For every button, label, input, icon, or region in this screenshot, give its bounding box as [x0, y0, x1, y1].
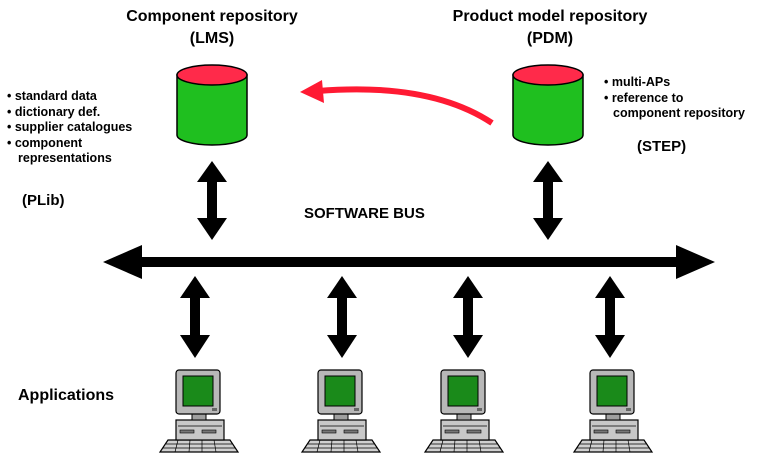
product-repository-standard: (STEP): [637, 138, 687, 155]
component-repository-code: (LMS): [189, 30, 235, 47]
component-repository-features: • standard data • dictionary def. • supp…: [7, 89, 132, 167]
application-computer-icon: [424, 369, 504, 453]
product-repository-features: • multi-APs • reference to component rep…: [604, 75, 745, 122]
component-repository-standard: (PLib): [22, 192, 65, 209]
feature-item: • supplier catalogues: [7, 120, 133, 134]
app-connector: [595, 276, 625, 358]
product-repository-code: (PDM): [526, 30, 574, 47]
lms-database-icon: [176, 64, 248, 146]
app-connector: [327, 276, 357, 358]
software-bus-label: SOFTWARE BUS: [304, 205, 425, 222]
product-repository-title: Product model repository: [452, 8, 648, 25]
feature-item: component repository: [613, 106, 745, 120]
applications-label: Applications: [18, 387, 115, 404]
feature-item: • dictionary def.: [7, 104, 101, 119]
feature-item: • component: [7, 135, 83, 150]
application-computer-icon: [573, 369, 653, 453]
feature-item: • multi-APs: [604, 75, 671, 89]
app-connector: [453, 276, 483, 358]
pdm-bus-connector: [533, 161, 563, 240]
app-connector: [180, 276, 210, 358]
component-repository-title: Component repository: [126, 8, 298, 25]
application-computer-icon: [159, 369, 239, 453]
reference-flow-arrow: [317, 86, 494, 126]
feature-item: • reference to: [604, 90, 684, 105]
lms-bus-connector: [197, 161, 227, 240]
pdm-database-icon: [512, 64, 584, 146]
reference-flow-arrowhead: [300, 80, 324, 103]
application-computer-icon: [301, 369, 381, 453]
software-bus-arrow: [103, 245, 715, 279]
feature-item: • standard data: [7, 89, 97, 103]
feature-item: representations: [18, 151, 112, 165]
